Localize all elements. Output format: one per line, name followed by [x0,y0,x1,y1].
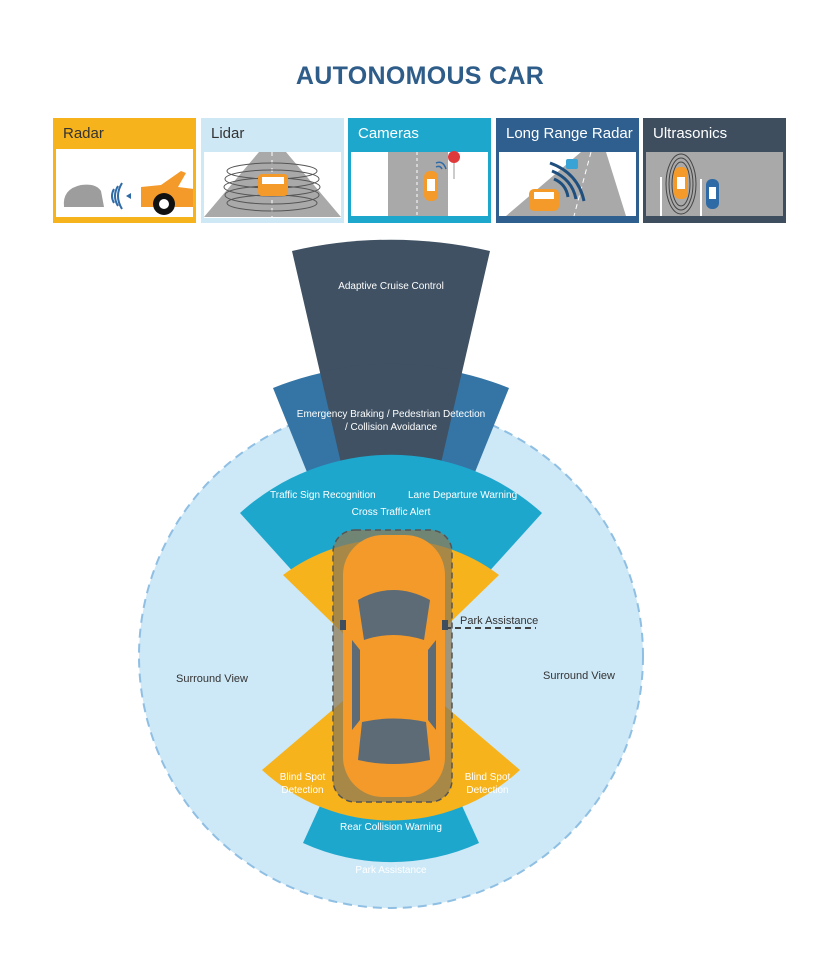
long-range-radar-icon [499,151,636,217]
lidar-icon [204,152,341,218]
sensor-label: Lidar [211,125,245,142]
label-park-assistance-side: Park Assistance [460,615,539,627]
label-blind-spot-left: Blind Spot Detection [279,772,326,796]
label-park-assistance-rear: Park Assistance [355,865,427,876]
label-surround-view-left: Surround View [176,673,248,685]
sensor-panel-cameras: Cameras [348,118,491,223]
sensor-panel-radar: Radar [53,118,196,223]
label-lane-departure-warning: Lane Departure Warning [408,490,518,501]
sensor-label: Cameras [358,125,419,142]
traffic-sign-zone [240,454,542,680]
camera-icon [351,151,488,216]
label-emergency-braking: Emergency Braking / Pedestrian Detection [296,409,486,420]
label-blind-spot-right: Blind Spot Detection [464,772,511,796]
radar-icon [63,171,193,215]
sensor-label: Ultrasonics [653,125,728,142]
cross-traffic-zone [283,539,499,680]
page-title: AUTONOMOUS CAR [295,62,545,90]
sensor-panel-lidar: Lidar [201,118,344,223]
label-collision-avoidance: / Collision Avoidance [344,422,438,433]
label-adaptive-cruise-control: Adaptive Cruise Control [338,281,444,292]
ultrasonics-icon [646,152,783,216]
park-assistance-zone [332,529,453,803]
sensor-panel-ultrasonics: Ultrasonics [643,118,786,223]
car-icon [340,535,448,797]
label-rear-collision-warning: Rear Collision Warning [340,822,442,833]
label-traffic-sign-recognition: Traffic Sign Recognition [270,490,376,501]
label-cross-traffic-alert: Cross Traffic Alert [351,507,431,518]
sensor-panel-long-range-radar: Long Range Radar [496,118,639,223]
sensor-label: Radar [56,118,193,149]
adaptive-cruise-zone [292,239,490,680]
sensor-label: Long Range Radar [506,125,633,142]
label-surround-view-right: Surround View [543,670,615,682]
